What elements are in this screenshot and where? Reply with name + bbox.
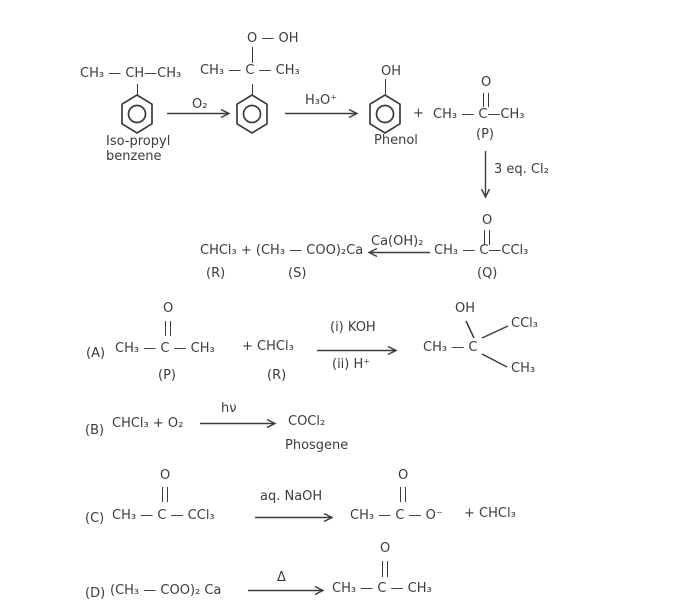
- formula-q: CH₃ — C—CCl₃: [434, 243, 529, 258]
- option-a-product-bonds: [465, 320, 509, 368]
- option-c-reactant: CH₃ — C — CCl₃: [112, 508, 215, 523]
- q-double-bond: [484, 230, 490, 245]
- option-b-product-name: Phosgene: [285, 438, 349, 453]
- option-a-product-backbone: CH₃ — C: [423, 340, 478, 355]
- option-d-double-bond: [382, 561, 388, 577]
- bond-ring-cumene: [252, 84, 253, 95]
- formula-cumene: CH₃ — C — CH₃: [200, 63, 300, 78]
- arrow-oxidation: [167, 108, 231, 119]
- option-d-arrow: [248, 585, 325, 596]
- option-b-reactants: CHCl₃ + O₂: [112, 416, 184, 431]
- option-a-product-ccl3: CCl₃: [511, 316, 538, 331]
- option-b-tag: (B): [85, 423, 105, 438]
- option-c-product: CH₃ — C — O⁻: [350, 508, 443, 523]
- option-a-condition-koh: (i) KOH: [330, 320, 376, 335]
- option-b-arrow: [200, 418, 277, 429]
- option-a-plus-chcl3: + CHCl₃: [242, 339, 294, 354]
- label-o2: O₂: [192, 97, 208, 112]
- label-3eq-cl2: 3 eq. Cl₂: [494, 162, 549, 177]
- option-d-carbonyl-o: O: [380, 541, 391, 556]
- label-caoh2: Ca(OH)₂: [371, 234, 424, 249]
- name-isopropylbenzene-line2: benzene: [106, 149, 162, 164]
- option-c-carbonyl-o-right: O: [398, 468, 409, 483]
- peroxide-group-formula: O — OH: [247, 31, 299, 46]
- option-c-tag: (C): [85, 511, 105, 526]
- q-carbonyl-o: O: [482, 213, 493, 228]
- label-s: (S): [288, 266, 307, 281]
- arrow-caoh2: [368, 247, 430, 258]
- option-c-carbonyl-o-left: O: [160, 468, 171, 483]
- option-c-double-bond-right: [400, 487, 406, 502]
- bond-peroxide-vertical: [252, 47, 253, 63]
- plus-sign: +: [413, 106, 424, 121]
- option-c-double-bond-left: [162, 487, 168, 502]
- option-a-label-p: (P): [158, 368, 176, 383]
- name-isopropylbenzene-line1: Iso-propyl: [106, 134, 171, 149]
- option-c-arrow: [255, 512, 334, 523]
- option-a-tag: (A): [86, 346, 106, 361]
- benzene-ring-cumene: [236, 94, 268, 134]
- bond-ring-isopropyl: [137, 84, 138, 95]
- arrow-hydrolysis: [285, 108, 359, 119]
- option-a-product-ch3: CH₃: [511, 361, 536, 376]
- benzene-ring-isopropylbenzene: [121, 94, 153, 134]
- option-b-condition-hv: hν: [221, 401, 237, 416]
- phenol-hydroxyl: OH: [381, 64, 402, 79]
- option-a-product-oh: OH: [455, 301, 476, 316]
- bond-phenol-oh: [385, 79, 386, 94]
- option-c-condition: aq. NaOH: [260, 489, 323, 504]
- acetone-double-bond: [483, 93, 489, 107]
- option-d-condition-delta: Δ: [277, 570, 286, 585]
- option-d-reactant: (CH₃ — COO)₂ Ca: [110, 583, 222, 598]
- formula-r-s-products: CHCl₃ + (CH₃ — COO)₂Ca: [200, 243, 364, 258]
- option-b-product: COCl₂: [288, 414, 326, 429]
- label-h3o-plus: H₃O⁺: [305, 93, 338, 108]
- option-d-product: CH₃ — C — CH₃: [332, 581, 432, 596]
- arrow-chlorination: [480, 151, 491, 199]
- label-r: (R): [206, 266, 226, 281]
- option-c-plus-chcl3: + CHCl₃: [464, 506, 516, 521]
- label-p: (P): [476, 127, 494, 142]
- option-d-tag: (D): [85, 586, 106, 601]
- name-phenol: Phenol: [374, 133, 418, 148]
- acetone-carbonyl-o: O: [481, 75, 492, 90]
- option-a-carbonyl-o: O: [163, 301, 174, 316]
- label-q: (Q): [477, 266, 498, 281]
- benzene-ring-phenol: [369, 94, 401, 134]
- option-a-label-r: (R): [267, 368, 287, 383]
- formula-isopropylbenzene: CH₃ — CH—CH₃: [80, 66, 182, 81]
- option-a-arrow: [317, 345, 398, 356]
- formula-acetone: CH₃ — C—CH₃: [433, 107, 525, 122]
- option-a-double-bond: [165, 321, 171, 336]
- option-a-condition-h: (ii) H⁺: [332, 357, 371, 372]
- option-a-formula-p: CH₃ — C — CH₃: [115, 341, 215, 356]
